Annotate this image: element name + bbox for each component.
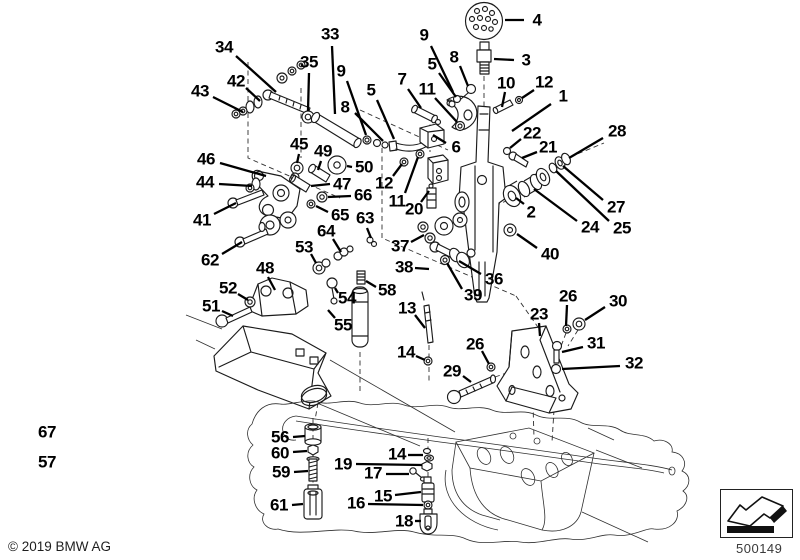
leader-line-42 [245,87,261,102]
leader-line-9 [429,45,455,93]
leader-line-60 [292,449,308,454]
leader-line-12 [521,89,535,99]
leader-line-39 [446,262,463,290]
leader-line-33 [330,45,337,115]
mount-bracket-48 [215,277,309,328]
shift-cable [282,415,676,476]
leader-line-58 [365,280,377,288]
pivot-hardware-cluster [288,155,347,209]
leader-line-56 [292,434,306,439]
leader-line-9 [345,80,368,136]
leader-line-11 [403,156,420,194]
console-bracket [213,325,332,410]
leader-line-52 [237,293,249,301]
leader-line-54 [334,287,339,294]
leader-line-26 [564,304,569,327]
guide-block [426,154,449,209]
leader-line-51 [221,309,234,318]
leader-line-29 [462,375,472,383]
leader-line-31 [561,345,584,354]
leader-line-13 [414,314,426,329]
leader-line-53 [309,253,318,264]
leader-line-3 [493,57,515,62]
leader-line-11 [434,97,458,123]
leader-line-43 [212,95,244,114]
leader-line-7 [407,88,422,109]
leader-line-62 [221,241,243,255]
leader-line-27 [562,165,604,201]
leader-line-50 [346,164,353,169]
gearbox-housing [444,427,595,532]
leader-line-15 [394,490,422,497]
leader-line-8 [354,112,384,142]
leader-line-65 [315,204,329,214]
pivot-bushing-stack [502,152,571,237]
leader-line-2 [515,197,525,205]
leader-line-47 [310,182,331,188]
leader-line-5 [375,99,396,140]
pivot-block [399,118,445,167]
support-bracket [446,317,586,414]
leader-line-24 [533,188,578,222]
leader-line-14 [415,354,426,362]
lever-base-hardware [417,212,476,269]
leader-line-12 [392,163,403,177]
leader-line-22 [509,138,522,149]
leader-line-32 [561,364,621,371]
copyright-text: © 2019 BMW AG [8,539,111,554]
leader-line-8 [458,65,470,87]
leader-line-6 [432,134,447,144]
leader-line-55 [327,309,336,319]
cable-boundary [247,400,690,544]
leader-line-23 [537,322,542,337]
screw-21-22 [502,146,529,168]
leader-line-35 [306,72,311,112]
leader-line-30 [584,306,606,321]
leader-line-41 [213,201,237,216]
bolt-10 [492,95,524,115]
leader-line-61 [291,502,304,507]
leader-line-63 [365,227,373,239]
leader-line-46 [219,161,267,178]
leader-line-25 [555,170,610,222]
leader-line-48 [266,276,277,291]
bell-crank [446,83,478,132]
diagram-id: 500149 [736,541,783,556]
leader-line-36 [458,260,482,275]
leader-line-21 [521,150,538,160]
leader-line-44 [218,182,253,188]
bearing-bracket-cluster [227,169,301,248]
leader-line-26 [480,350,491,365]
leader-line-38 [414,266,430,271]
direction-arrow-box [720,489,793,538]
leader-line-40 [516,233,538,249]
direction-arrow-icon [727,496,787,533]
leader-line-45 [295,153,301,164]
leader-line-34 [235,55,277,93]
leader-line-49 [316,160,323,171]
leader-line-5 [438,72,457,98]
leader-line-20 [420,190,430,203]
leader-line-28 [568,137,604,159]
leader-line-37 [410,233,425,244]
gear-knob [464,1,504,41]
leader-line-16 [367,502,424,507]
leader-line-1 [511,103,552,132]
chassis-frame-lines [185,314,649,543]
cable-adjuster-parts [303,423,323,520]
leader-line-59 [293,469,309,474]
cable-end-parts [409,447,438,535]
selector-rod-thin [421,291,434,366]
leader-line-19 [355,462,423,467]
lower-hardware-cluster [312,236,378,305]
leader-line-10 [500,91,507,108]
leader-line-66 [327,194,352,199]
damper [351,286,369,348]
knob-stud [476,41,492,75]
leader-line-64 [332,238,342,253]
selector-shaft-bolt-group [231,60,315,124]
